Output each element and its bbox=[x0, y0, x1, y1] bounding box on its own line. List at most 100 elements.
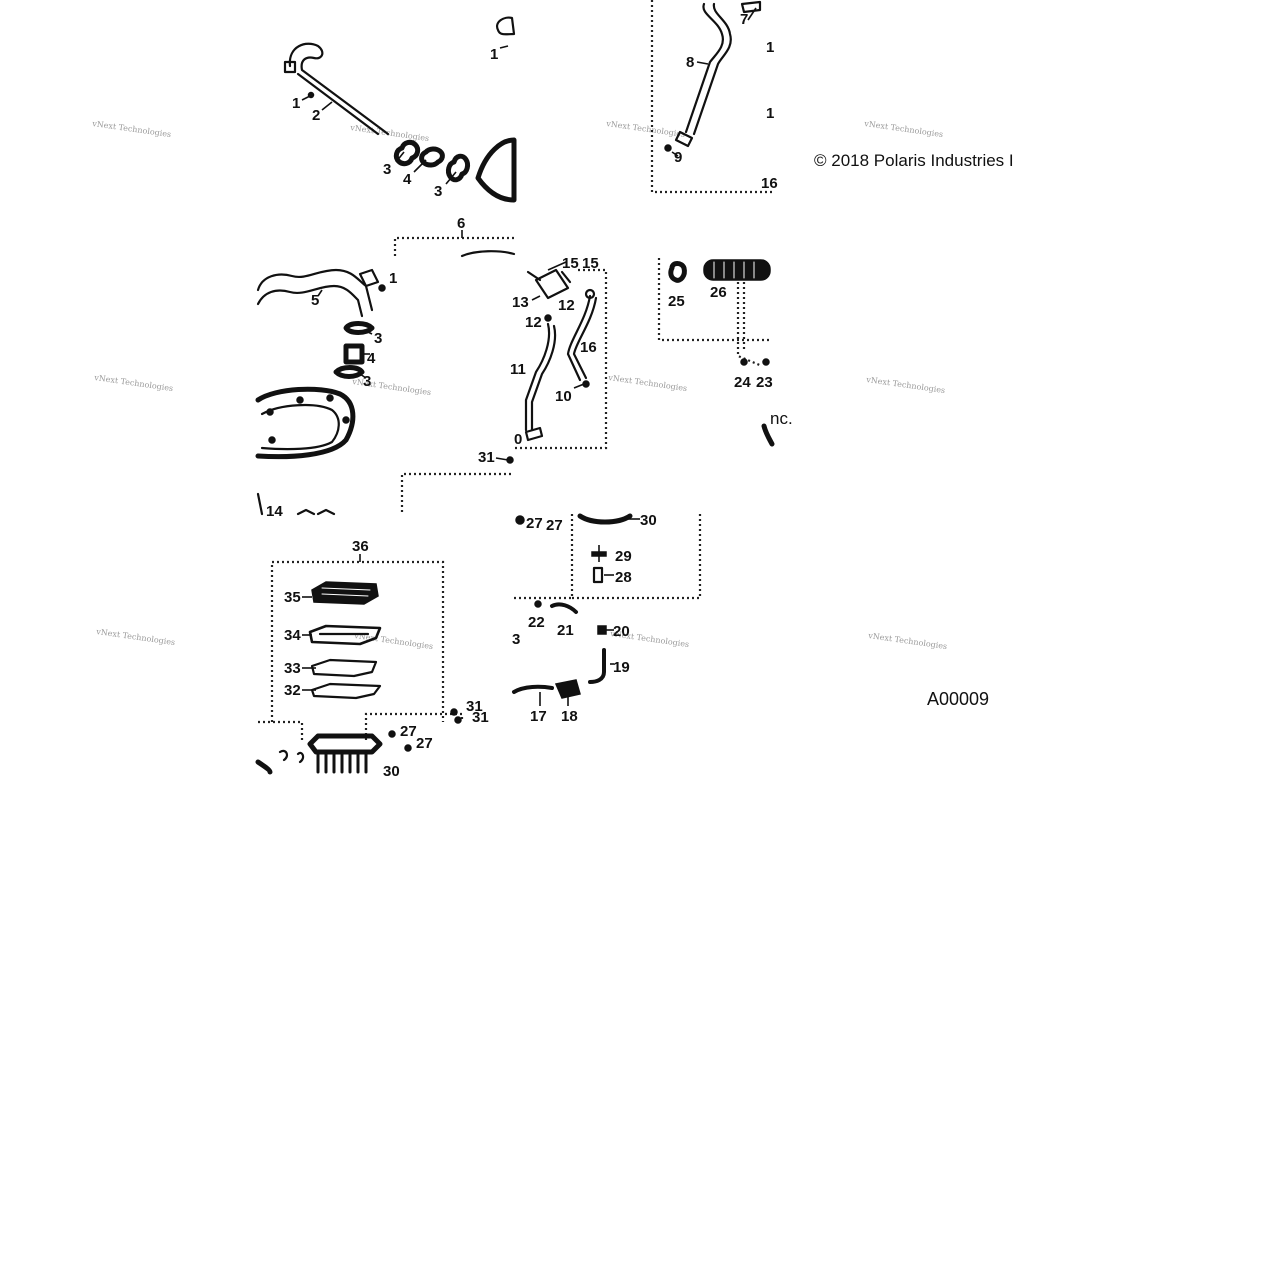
leader-line bbox=[445, 171, 457, 185]
airbox-ribs bbox=[316, 752, 368, 774]
drain-hose-part bbox=[512, 684, 554, 694]
fitting-part bbox=[524, 426, 544, 442]
bolt-part bbox=[342, 416, 350, 424]
callout-1: 1 bbox=[292, 95, 300, 112]
callout-12: 12 bbox=[525, 314, 542, 331]
callout-8: 8 bbox=[686, 54, 694, 71]
callout-13: 13 bbox=[512, 294, 529, 311]
leader-line bbox=[359, 373, 367, 379]
callout-34: 34 bbox=[284, 627, 301, 644]
callout-3: 3 bbox=[374, 330, 382, 347]
clamp-part bbox=[283, 60, 297, 74]
fragment-part bbox=[255, 759, 273, 775]
clamp-part bbox=[534, 600, 542, 608]
callout-14: 14 bbox=[266, 503, 283, 520]
cvt-cover-part bbox=[255, 386, 356, 460]
callout-24: 24 bbox=[734, 374, 751, 391]
airbox-edge-part bbox=[460, 250, 516, 258]
callout-17: 17 bbox=[530, 708, 547, 725]
airbox-edge-part bbox=[475, 137, 517, 203]
callout-26: 26 bbox=[710, 284, 727, 301]
callout-1: 1 bbox=[389, 270, 397, 287]
callout-3: 3 bbox=[512, 631, 520, 648]
leader-line bbox=[495, 457, 509, 461]
screw-part bbox=[762, 358, 770, 366]
watermark: vNext Technologies bbox=[607, 373, 688, 393]
hose-part bbox=[550, 602, 578, 614]
watermark-layer: vNext Technologies vNext Technologies vN… bbox=[91, 119, 948, 651]
callout-0: 0 bbox=[514, 431, 522, 448]
elbow-part bbox=[674, 130, 694, 148]
detail-box-inner bbox=[736, 282, 763, 368]
clamp-part bbox=[343, 321, 375, 335]
leader-line bbox=[301, 95, 311, 101]
screw-part bbox=[378, 284, 386, 292]
drain-plug-part bbox=[592, 566, 604, 584]
callout-27: 27 bbox=[400, 723, 417, 740]
filter-frame-part bbox=[308, 624, 382, 646]
tile-airbox-drain: 27 27 30 29 28 22 21 3 20 19 17 18 bbox=[512, 512, 702, 725]
callout-12: 12 bbox=[558, 297, 575, 314]
callout-33: 33 bbox=[284, 660, 301, 677]
bolt-part bbox=[268, 436, 276, 444]
breather-hose-part bbox=[566, 294, 592, 382]
elbow-part bbox=[588, 648, 606, 684]
watermark: vNext Technologies bbox=[863, 119, 944, 139]
callout-20: 20 bbox=[613, 623, 630, 640]
screw-part bbox=[454, 716, 462, 724]
intake-tube-part bbox=[288, 42, 390, 136]
clamp-part bbox=[445, 153, 471, 183]
clip-part bbox=[404, 744, 412, 752]
callout-27: 27 bbox=[546, 517, 563, 534]
callout-11: 11 bbox=[510, 361, 526, 378]
intake-tube-part bbox=[296, 72, 380, 136]
callout-16: 16 bbox=[761, 175, 778, 192]
leader-line bbox=[363, 329, 373, 335]
y-fitting-part bbox=[526, 270, 572, 284]
leader-line bbox=[317, 289, 323, 297]
clamp-part bbox=[333, 365, 365, 379]
callout-15: 15 bbox=[582, 255, 599, 272]
fragment-part bbox=[278, 749, 305, 764]
callout-16: 16 bbox=[580, 339, 597, 356]
tile-breather-hose: 7 8 9 1 1 16 bbox=[650, 0, 778, 194]
detail-box-filter-kit bbox=[270, 560, 445, 722]
callout-31: 31 bbox=[466, 698, 483, 715]
leader-line bbox=[531, 295, 541, 301]
callout-35: 35 bbox=[284, 589, 301, 606]
intake-duct-part bbox=[256, 284, 364, 318]
copyright-text: © 2018 Polaris Industries I bbox=[814, 151, 1014, 170]
airbox-part bbox=[307, 733, 383, 755]
callout-28: 28 bbox=[615, 569, 632, 586]
screw-part bbox=[450, 708, 458, 716]
detail-box-prefilter bbox=[657, 258, 772, 342]
detail-box-lower bbox=[400, 472, 514, 512]
callout-3: 3 bbox=[363, 373, 371, 390]
callout-1: 1 bbox=[766, 105, 774, 122]
clamp-part bbox=[584, 288, 596, 300]
clamp-part bbox=[668, 261, 687, 283]
breather-hose-part bbox=[684, 2, 724, 134]
watermark: vNext Technologies bbox=[95, 627, 176, 647]
callout-21: 21 bbox=[557, 622, 574, 639]
grommet-part bbox=[496, 16, 516, 36]
check-valve-part bbox=[554, 679, 581, 699]
detail-box-6 bbox=[393, 236, 514, 256]
callout-6: 6 bbox=[457, 215, 465, 232]
diagram-id: A00009 bbox=[927, 689, 990, 709]
callout-9: 9 bbox=[674, 149, 682, 166]
screw-part bbox=[740, 358, 748, 366]
watermark: vNext Technologies bbox=[93, 373, 174, 393]
tile-prefilter: 25 26 24 23 bbox=[657, 258, 775, 447]
clip-part bbox=[388, 730, 396, 738]
leader-line bbox=[413, 159, 427, 173]
callout-5: 5 bbox=[311, 292, 319, 309]
detail-box-breather bbox=[514, 268, 608, 450]
coupler-part bbox=[343, 343, 365, 365]
bracket-part bbox=[761, 423, 775, 447]
breather-hose-part bbox=[530, 324, 557, 432]
callout-31: 31 bbox=[478, 449, 495, 466]
detail-box-airbox-lower bbox=[364, 712, 464, 740]
leader-line bbox=[747, 7, 757, 21]
